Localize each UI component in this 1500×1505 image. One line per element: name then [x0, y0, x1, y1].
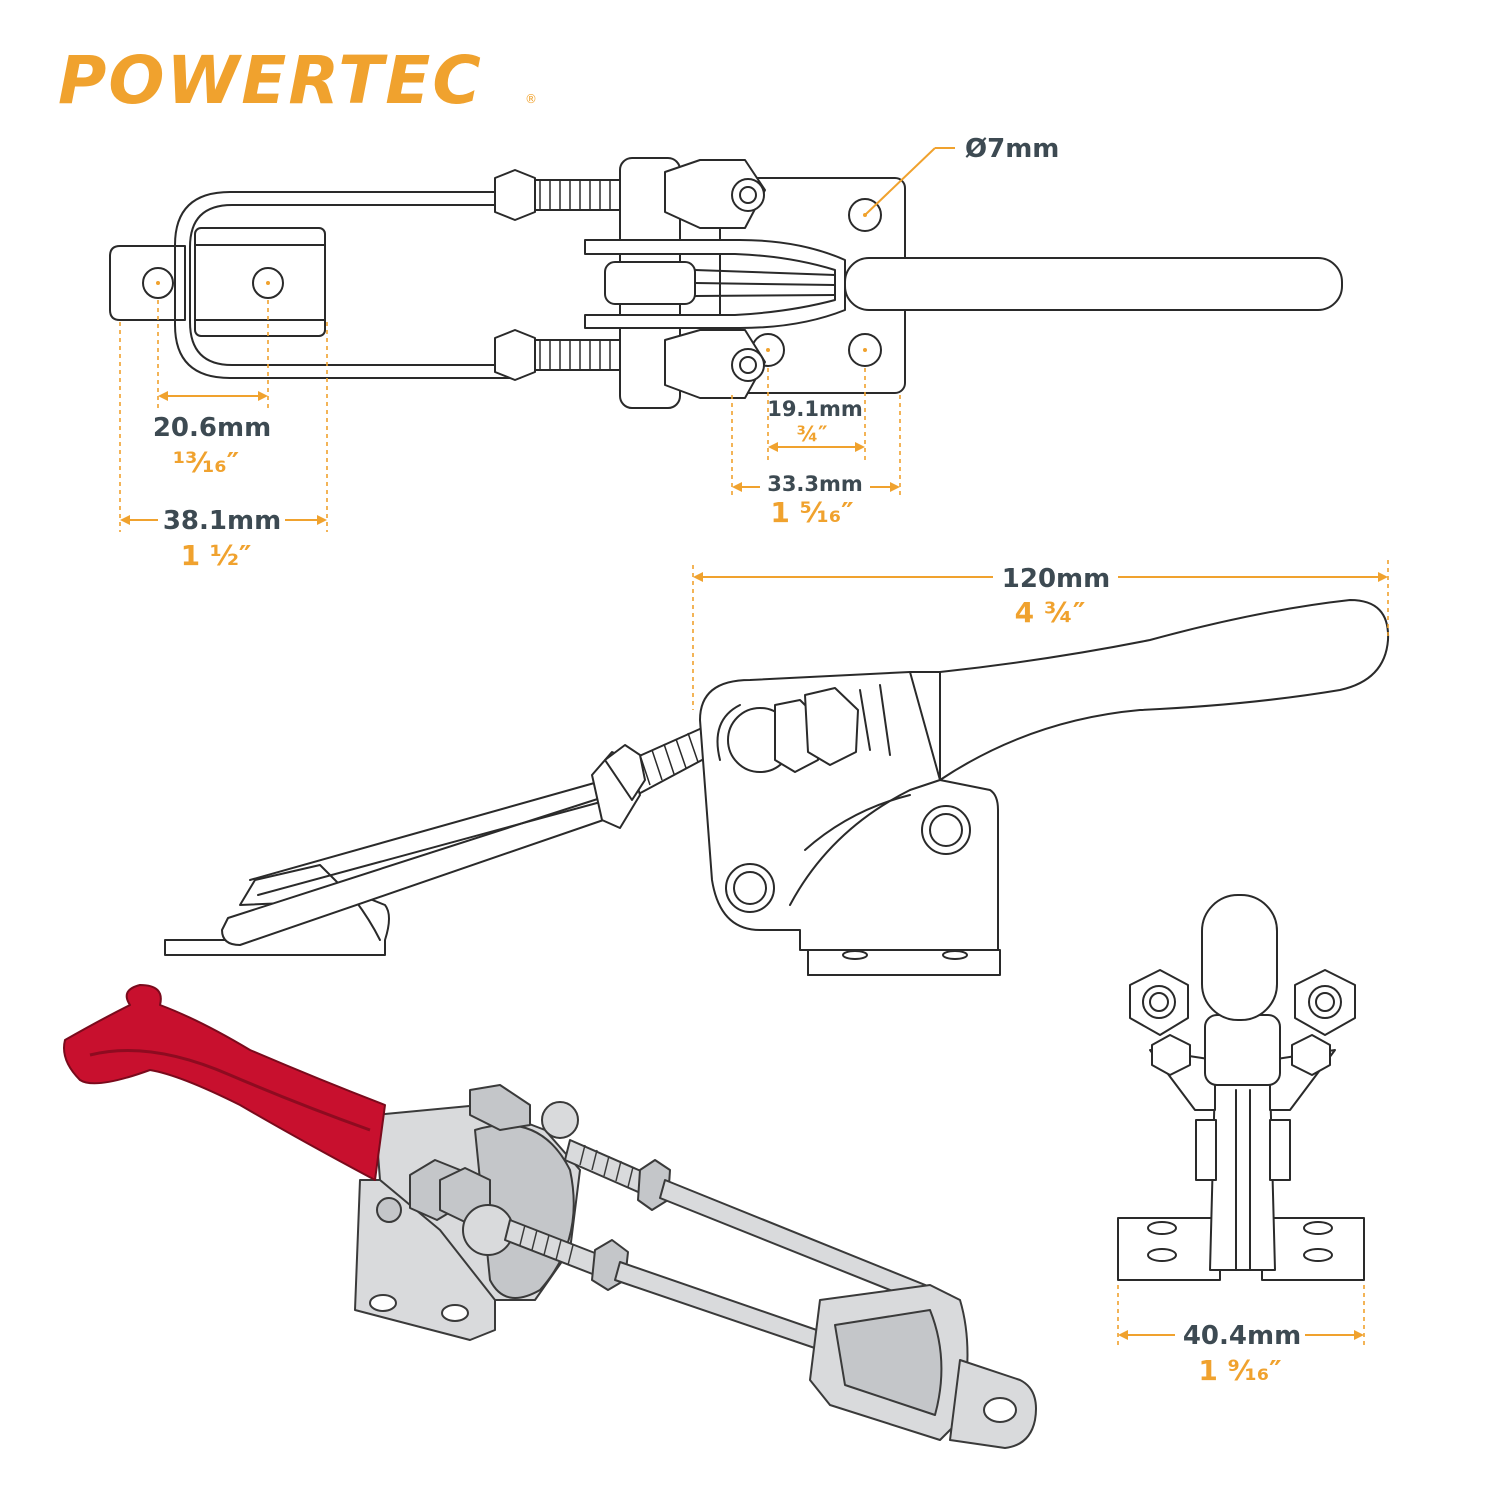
lever-arms [584, 239, 846, 329]
dim-40-4-mm: 40.4mm [1183, 1321, 1301, 1351]
nut-bottom-left [494, 329, 536, 381]
dim-19-1-mm: 19.1mm [767, 397, 863, 421]
side-nut-3 [804, 687, 859, 766]
product-render [63, 984, 1037, 1449]
dim-120-inch: 4 ¾″ [1015, 596, 1086, 629]
front-handle [1201, 894, 1278, 1021]
u-loop-outer [174, 191, 521, 379]
dim-120-mm: 120mm [1002, 564, 1110, 594]
brand-logo: POWERTEC [58, 42, 483, 119]
dim-38-1-inch: 1 ½″ [181, 539, 252, 572]
registered-mark: ® [525, 92, 537, 106]
side-handle [909, 599, 1390, 781]
dim-38-1-mm: 38.1mm [163, 506, 281, 536]
front-view-drawing [1117, 894, 1365, 1281]
nut-top-left [494, 169, 536, 221]
side-rod [221, 794, 619, 946]
render-red-handle [63, 984, 386, 1181]
hole-diameter-label: Ø7mm [965, 134, 1059, 164]
dim-40-4-inch: 1 ⁹⁄₁₆″ [1198, 1354, 1281, 1387]
hole-leader-line [864, 147, 936, 216]
dim-20-6-inch: ¹³⁄₁₆″ [173, 446, 239, 479]
front-upright [1209, 1079, 1276, 1271]
dim-33-3-mm: 33.3mm [767, 472, 863, 496]
dim-19-1-inch: ¾″ [796, 422, 827, 446]
lever-pivot [604, 261, 696, 305]
dim-20-6-mm: 20.6mm [153, 413, 271, 443]
side-view-drawing [164, 599, 1390, 976]
handle-top [844, 257, 1343, 311]
render-pivot [462, 1204, 514, 1256]
top-view-drawing [109, 157, 1343, 409]
u-loop-inner [189, 204, 521, 366]
dim-33-3-inch: 1 ⁵⁄₁₆″ [770, 496, 853, 529]
